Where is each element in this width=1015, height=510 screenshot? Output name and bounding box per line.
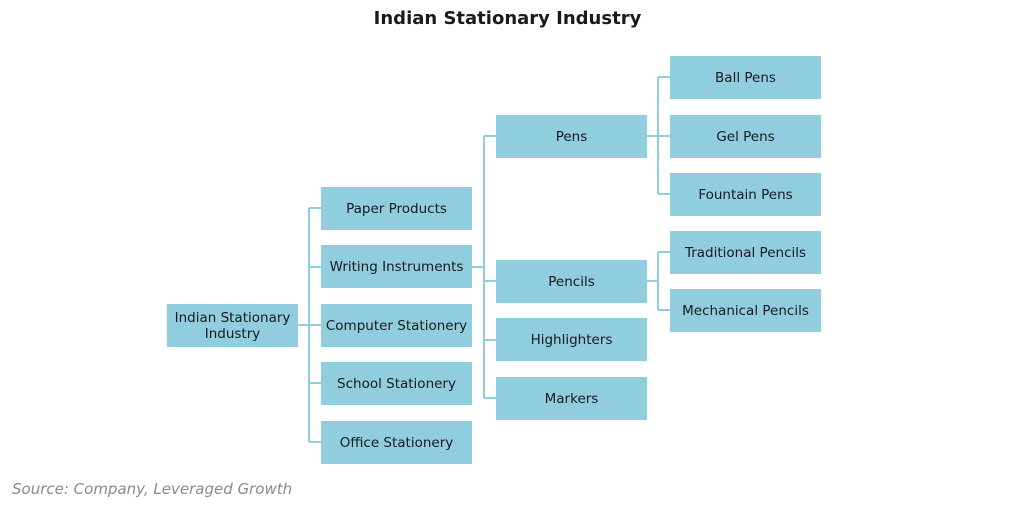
node-mechanical-pencils: Mechanical Pencils (670, 289, 821, 332)
page-title: Indian Stationary Industry (373, 8, 642, 29)
connector-pens-to-types (647, 76, 670, 195)
node-computer-stationery: Computer Stationery (321, 304, 472, 347)
node-pens: Pens (496, 115, 647, 158)
node-fountain-pens: Fountain Pens (670, 173, 821, 216)
source-note: Source: Company, Leveraged Growth (12, 480, 293, 498)
node-paper-products: Paper Products (321, 187, 472, 230)
node-office-stationery: Office Stationery (321, 421, 472, 464)
node-traditional-pencils: Traditional Pencils (670, 231, 821, 274)
connector-writing-to-types (472, 135, 496, 399)
node-markers: Markers (496, 377, 647, 420)
node-indian-stationary-industry: Indian Stationary Industry (167, 304, 298, 347)
connector-pencils-to-types (647, 251, 670, 311)
node-gel-pens: Gel Pens (670, 115, 821, 158)
connector-root-to-categories (298, 207, 321, 443)
node-highlighters: Highlighters (496, 318, 647, 361)
node-school-stationery: School Stationery (321, 362, 472, 405)
node-ball-pens: Ball Pens (670, 56, 821, 99)
node-writing-instruments: Writing Instruments (321, 245, 472, 288)
node-pencils: Pencils (496, 260, 647, 303)
